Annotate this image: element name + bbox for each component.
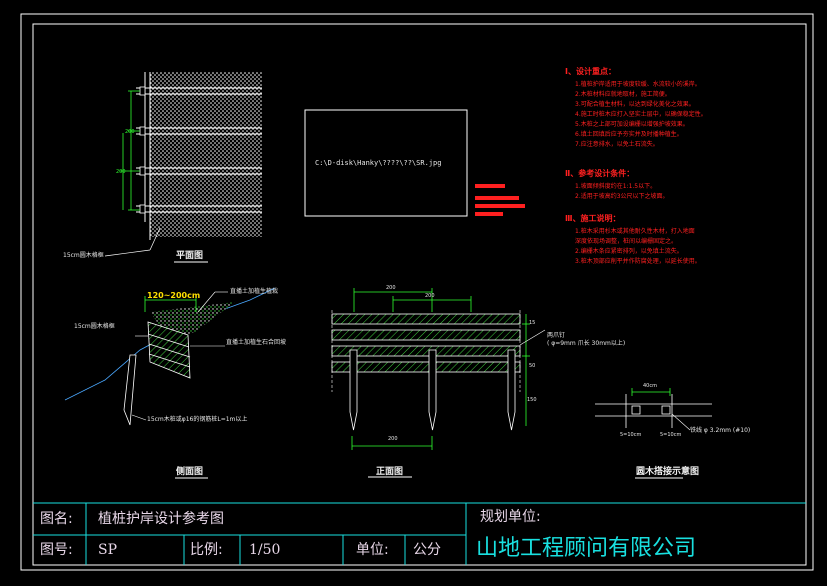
section-callout-3: 直播土加植生石合回坡 [226,339,287,346]
front-dim-bottom: 200 [388,436,398,442]
detail-callout: 铁线 φ 3.2mm (#10) [690,427,751,434]
notes-sec1-item: 5.木桩之上部可加设编栅以增强护坡效果。 [575,121,689,128]
title-block-grid [33,502,806,565]
title-number-label: 图号: [40,542,73,558]
plan-callout: 15cm圆木格框 [63,252,104,259]
outer-frame [20,13,814,571]
red-bars [475,184,525,216]
front-dim-right-2: 50 [529,363,536,369]
notes-sec3-title: Ⅲ、施工说明： [565,214,621,223]
notes-sec3-item: 3.桩木顶部应削平并作防腐处理，以延长使用。 [575,258,701,265]
plan-view [104,72,262,263]
front-dim-top-1: 200 [386,285,396,291]
company-name: 山地工程顾问有限公司 [476,536,697,561]
detail-dim-right: 5=10cm [660,432,682,438]
title-scale-label: 比例: [190,542,223,558]
front-view [331,288,546,478]
title-name-label: 图名: [40,511,73,527]
inner-frame [32,23,807,566]
title-unit-label: 单位: [356,542,389,558]
title-unit-value: 公分 [413,542,441,558]
section-range-label: 120~200cm [147,291,201,300]
image-placeholder-frame [304,109,468,217]
section-callout-4: 15cm木桩或φ16的钢筋桩L=1m以上 [147,416,248,423]
detail-title: 圆木搭接示意图 [636,467,700,477]
front-callout-1: 两爪钉 [547,332,566,339]
plan-dim-2: 200 [116,169,126,175]
side-section [64,287,276,479]
front-dim-top-2: 200 [425,293,435,299]
notes-sec1-item: 6.填土回填后应予夯实并及时播种植生。 [575,131,683,138]
notes-sec3-item: 2.编栅木条应紧密排列，以免填土流失。 [575,248,683,255]
title-number-value: SP [98,542,118,558]
front-title: 正面图 [376,467,404,477]
front-dim-right-1: 15 [529,320,536,326]
notes-sec2-title: Ⅱ、参考设计条件： [565,169,635,178]
notes-sec2-item: 1.坡面倾斜度约在1:1.5以下。 [575,183,657,190]
notes-sec1-item: 3.可配合植生材料，以达到绿化美化之效果。 [575,101,695,108]
notes-sec1-item: 2.木桩材料应就地取材，施工简便。 [575,91,671,98]
section-title: 侧面图 [176,467,204,477]
plan-dim-1: 200 [125,129,135,135]
notes-sec3-item: 1.桩木采用杉木或其他耐久性木材，打入地面 [575,228,695,235]
detail-dim-left: 5=10cm [620,432,642,438]
detail-view [595,388,712,479]
notes-sec1-item: 1.植桩护岸适用于坡度较缓、水流较小的溪岸。 [575,81,701,88]
notes-sec1-item: 7.应注意排水，以免土石流失。 [575,141,659,148]
title-scale-value: 1/50 [249,542,281,558]
notes-sec1-item: 4.施工时桩木应打入坚实土层中，以确保稳定性。 [575,111,707,118]
title-name-value: 植桩护岸设计参考图 [98,511,224,527]
image-path-text: C:\D-disk\Hanky\????\??\SR.jpg [315,159,442,167]
notes-sec3-item: 深度依现场调整，桩间以编栅固定之。 [575,238,678,245]
detail-dim-top: 40cm [643,383,657,389]
notes-sec1-title: Ⅰ、设计重点： [565,67,616,76]
section-callout-1: 直播土加植生植栽 [230,288,279,295]
front-callout-2: ( φ=9mm 爪长 30mm以上) [547,340,626,347]
title-planner-label: 规划单位: [480,509,541,525]
section-callout-2: 15cm圆木格框 [74,323,115,330]
front-dim-right-3: 150 [527,397,537,403]
plan-title: 平面图 [176,251,204,261]
notes-sec2-item: 2.适用于坡高约3公尺以下之坡面。 [575,193,669,200]
